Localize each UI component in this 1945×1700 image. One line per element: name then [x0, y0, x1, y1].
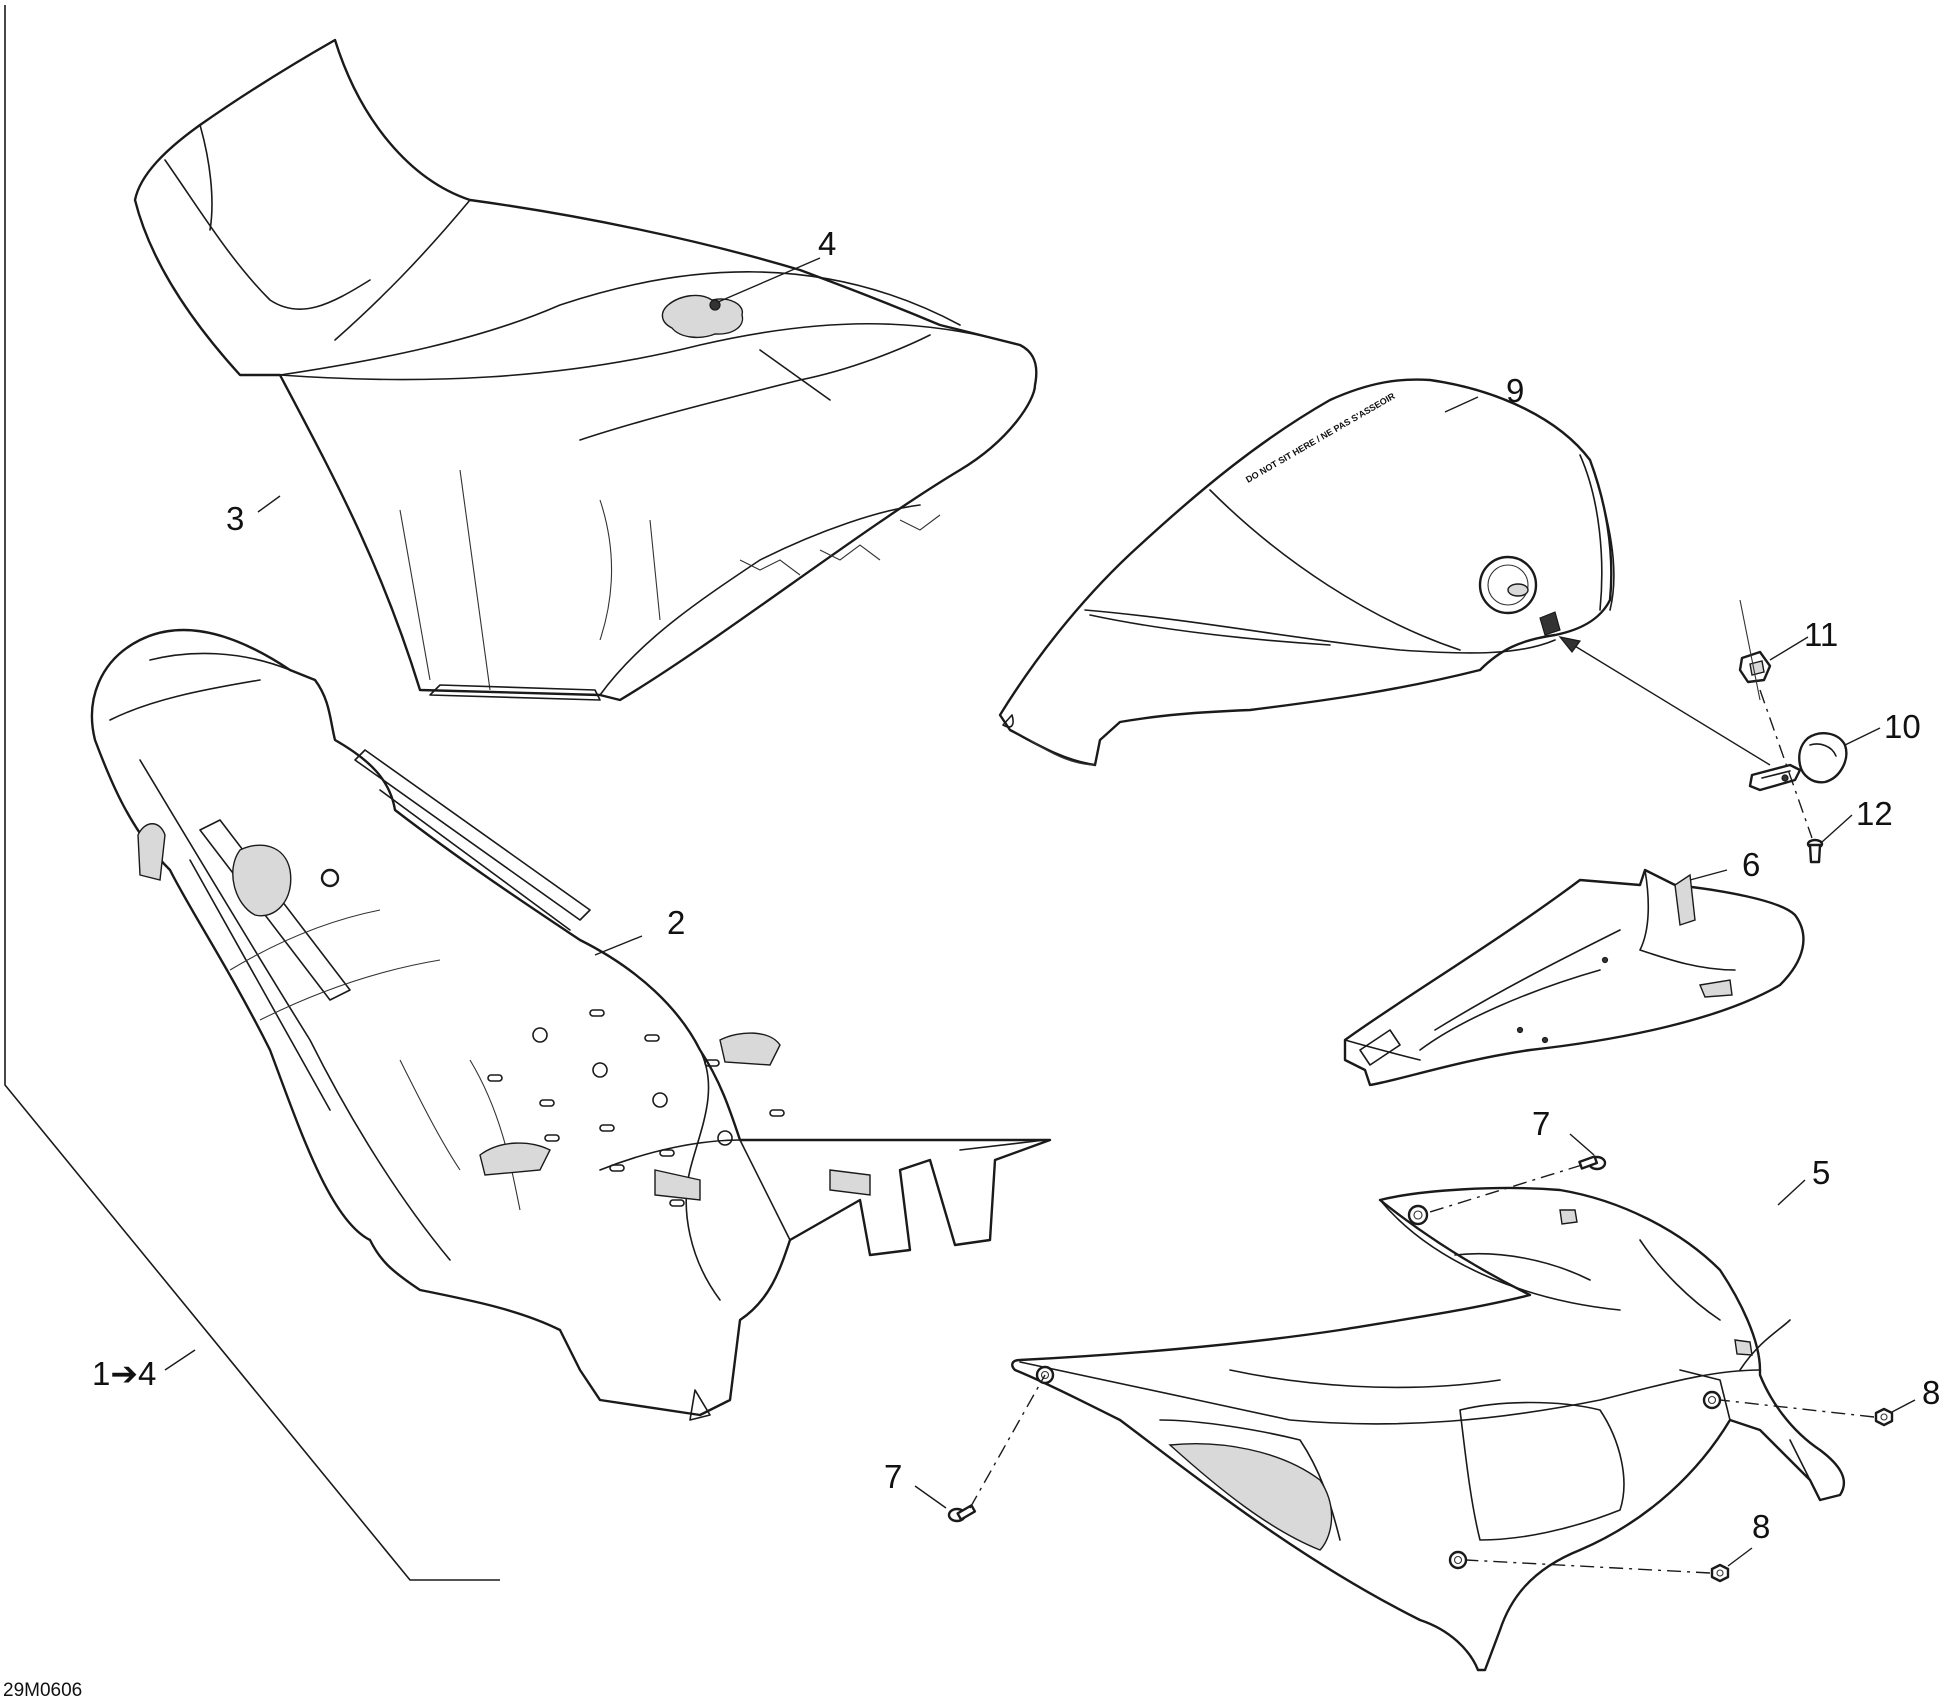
- axis-dash-latch: [1759, 689, 1813, 839]
- part-screw-7-top: [1578, 1155, 1607, 1171]
- leader-7-left: [914, 1485, 947, 1509]
- callout-7-left: 7: [884, 1458, 902, 1495]
- leader-1-4: [164, 1349, 196, 1371]
- axis-dash-screw-7-top: [1429, 1164, 1583, 1213]
- leader-11: [1769, 636, 1809, 661]
- leader-5: [1777, 1179, 1806, 1206]
- assembly-bracket-line: [4, 5, 500, 1581]
- part-clip-11: [1738, 650, 1772, 684]
- leader-9: [1444, 396, 1479, 413]
- axis-line-latch: [1739, 599, 1761, 701]
- axis-dash-screw-7-left: [969, 1374, 1046, 1509]
- callout-2: 2: [667, 904, 685, 941]
- part-seat-cushion: [133, 38, 1038, 702]
- part-storage-tray: [1343, 868, 1805, 1087]
- leader-8-right: [1891, 1399, 1916, 1413]
- leader-3: [257, 495, 281, 513]
- callout-8-right: 8: [1922, 1374, 1940, 1411]
- arrow-latch-to-seat: [1564, 639, 1771, 766]
- callout-4: 4: [818, 225, 836, 262]
- part-screw-7-left: [947, 1504, 977, 1523]
- part-nut-8-right: [1874, 1407, 1894, 1427]
- assembly-callout-1-4: 1➔4: [92, 1355, 156, 1392]
- callout-6: 6: [1742, 846, 1760, 883]
- leader-10: [1844, 727, 1881, 746]
- leader-7-top: [1569, 1133, 1595, 1156]
- callout-9: 9: [1506, 372, 1524, 409]
- callout-10: 10: [1884, 708, 1921, 745]
- leader-2: [594, 935, 643, 956]
- callout-12: 12: [1856, 795, 1893, 832]
- callout-8-bottom: 8: [1752, 1508, 1770, 1545]
- callout-5: 5: [1812, 1154, 1830, 1191]
- callout-11: 11: [1804, 616, 1838, 653]
- leader-8-bottom: [1727, 1547, 1753, 1567]
- part-latch-10: [1748, 732, 1848, 792]
- part-seat-base: [90, 628, 1052, 1421]
- slot-pattern: [487, 1009, 785, 1207]
- leader-4: [717, 257, 821, 303]
- part-rear-cover: [1011, 1186, 1846, 1672]
- axis-dash-nut-8-bottom: [1465, 1559, 1711, 1574]
- part-nut-8-bottom: [1710, 1563, 1730, 1583]
- figure-code: 29M0606: [3, 1680, 82, 1700]
- leader-12: [1821, 814, 1853, 843]
- axis-dash-nut-8-right: [1719, 1399, 1875, 1418]
- part-screw-12: [1806, 838, 1824, 864]
- callout-7-top: 7: [1532, 1105, 1550, 1142]
- part-passenger-seat: DO NOT SIT HERE / NE PAS S'ASSEOIR: [998, 378, 1615, 767]
- leader-6: [1689, 869, 1728, 881]
- arrow-head: [1558, 636, 1582, 653]
- callout-3: 3: [226, 500, 244, 537]
